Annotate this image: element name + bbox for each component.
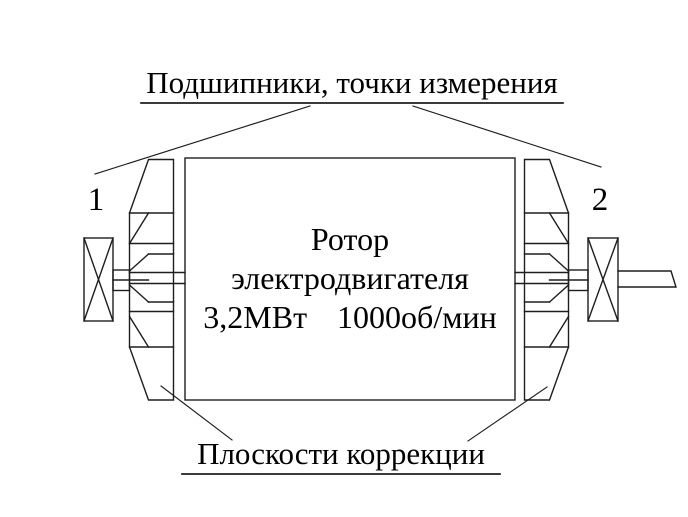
title-bearings-measurement-points: Подшипники, точки измерения (146, 65, 558, 100)
coupling-box (83, 237, 114, 322)
bearing-detail-diagonal (128, 253, 150, 272)
bearing-detail-diagonal (128, 212, 150, 245)
shaft-stub-end (617, 270, 677, 288)
leader-right-correction-plane (467, 386, 548, 442)
right-bearing-assembly (523, 158, 570, 401)
rotor-speed-value: 1000об/мин (337, 299, 497, 335)
bearing-detail-diagonal (128, 284, 150, 303)
left-shaft (112, 269, 186, 292)
leader-title-to-right-bearing (412, 105, 602, 168)
rotor-name-line2: электродвигателя (231, 260, 469, 296)
rotor-body-outline (184, 157, 516, 401)
coupling-box (587, 237, 619, 322)
bearing-detail-diagonal (548, 212, 570, 245)
right-coupling (587, 237, 619, 322)
leader-title-to-left-bearing (94, 105, 311, 175)
coupling-cross-line (587, 237, 619, 322)
bearing-detail-diagonal (548, 253, 570, 272)
bearing-2-label: 2 (591, 182, 609, 218)
leader-left-correction-plane (160, 385, 233, 441)
coupling-cross-line (83, 237, 114, 322)
left-bearing-assembly (128, 158, 175, 401)
bearing-detail-diagonal (548, 284, 570, 303)
bearing-1-label: 1 (87, 182, 105, 218)
rotor-specs: 3,2МВт 1000об/мин (185, 301, 515, 333)
correction-planes-label: Плоскости коррекции (197, 436, 485, 471)
right-shaft (514, 269, 677, 292)
rotor-power-value: 3,2МВт (203, 299, 308, 335)
leader-lines (94, 105, 602, 442)
left-coupling (83, 237, 114, 322)
rotor-name-line1: Ротор (310, 221, 390, 257)
bearing-detail-diagonal (128, 315, 150, 348)
bearing-detail-diagonal (548, 315, 570, 348)
